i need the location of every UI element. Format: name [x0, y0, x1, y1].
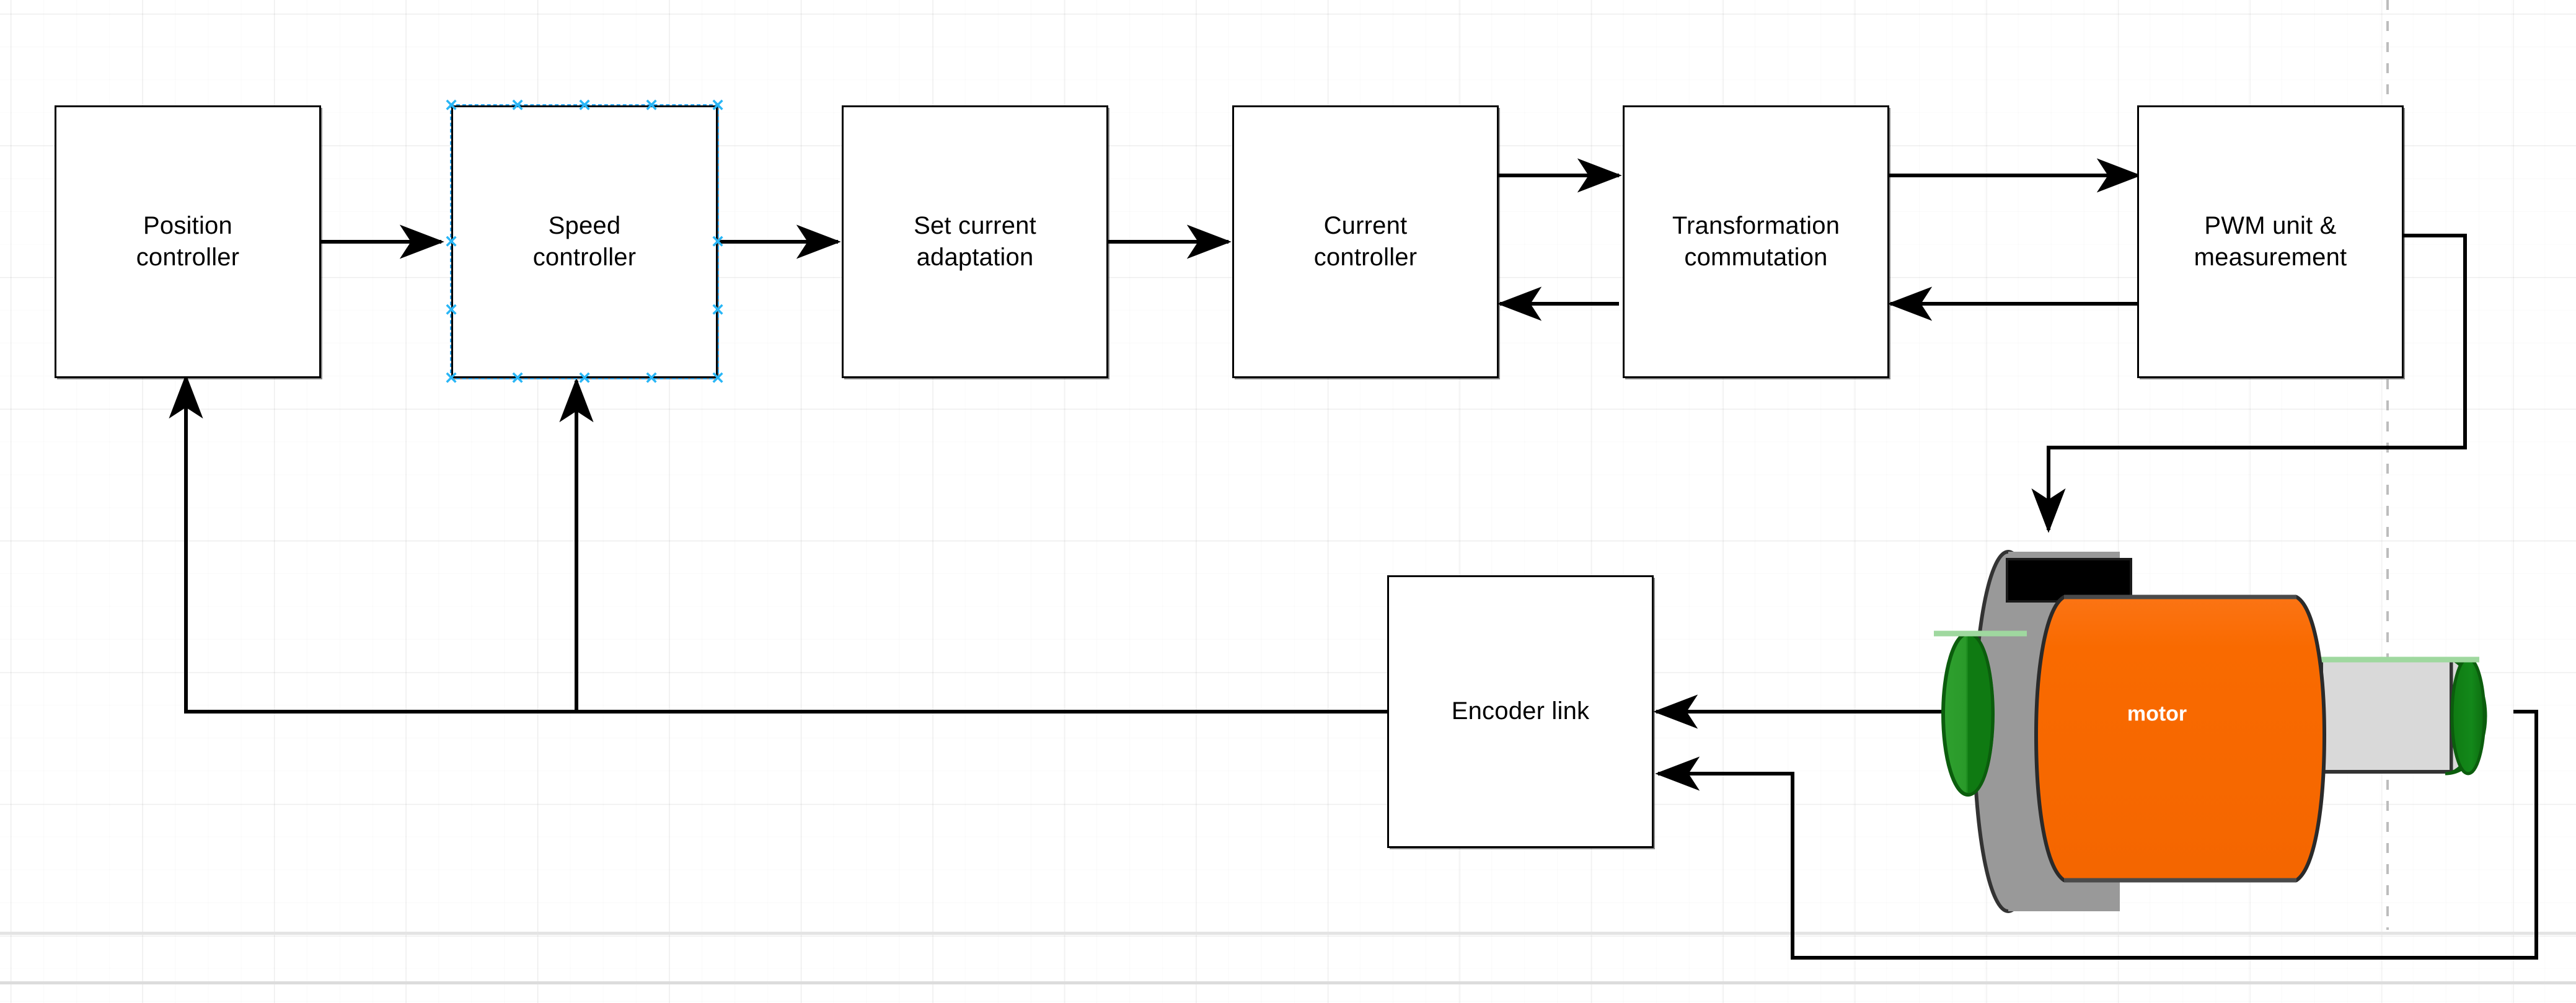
- page-boundary-bottom-2: [0, 981, 2576, 984]
- motor-body: [2034, 594, 2327, 883]
- page-boundary-bottom: [0, 932, 2576, 935]
- block-encoder-link[interactable]: Encoder link: [1387, 575, 1654, 848]
- motor-terminal-block: [2006, 558, 2132, 603]
- connector-encoder-to-position[interactable]: [169, 374, 1387, 714]
- connector-pwm-to-motor[interactable]: [2031, 234, 2467, 533]
- block-pwm-unit-measurement[interactable]: PWM unit & measurement: [2137, 105, 2404, 378]
- connector-shaft-to-encoder[interactable]: [1655, 710, 2538, 960]
- block-label: Speed controller: [532, 211, 637, 271]
- block-transformation-commutation[interactable]: Transformation commutation: [1623, 105, 1889, 378]
- block-label: Encoder link: [1451, 697, 1590, 725]
- motor-graphic[interactable]: [1934, 550, 2487, 913]
- connectors: [169, 158, 2538, 960]
- block-set-current-adaptation[interactable]: Set current adaptation: [842, 105, 1108, 378]
- block-label: Position controller: [136, 211, 240, 271]
- block-label: Current controller: [1313, 211, 1418, 271]
- rear-ring: [1941, 632, 1995, 797]
- shaft-ring: [2445, 656, 2487, 775]
- block-position-controller[interactable]: Position controller: [55, 105, 321, 378]
- block-label: Set current adaptation: [914, 211, 1036, 271]
- block-label: Transformation commutation: [1672, 211, 1840, 271]
- block-speed-controller[interactable]: Speed controller: [451, 105, 718, 378]
- connector-encoder-to-speed[interactable]: [559, 378, 1387, 714]
- block-current-controller[interactable]: Current controller: [1232, 105, 1499, 378]
- block-label: PWM unit & measurement: [2194, 211, 2347, 271]
